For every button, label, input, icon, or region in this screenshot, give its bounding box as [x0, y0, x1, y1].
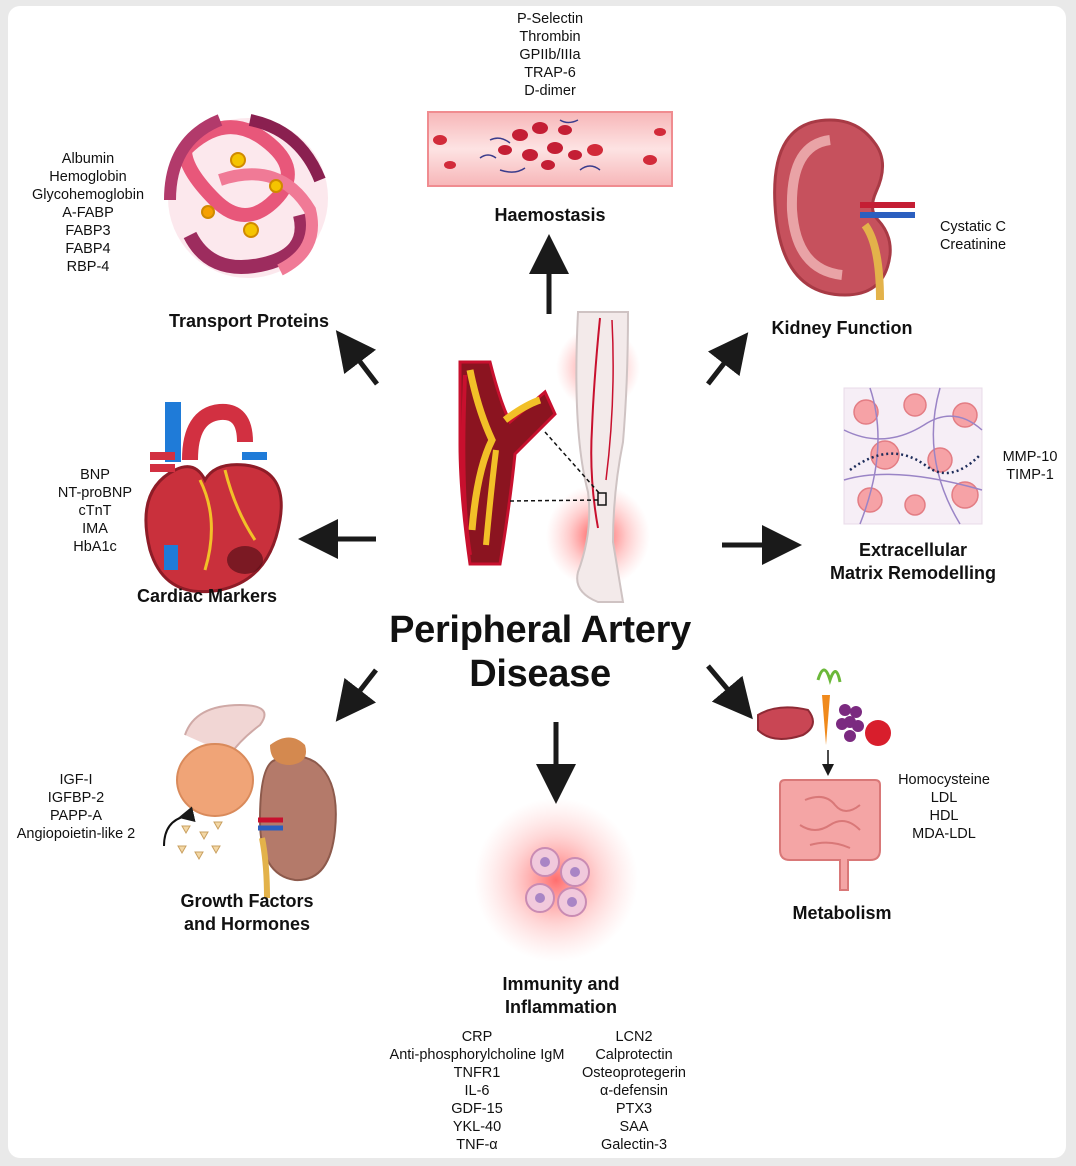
- arrows: [298, 234, 802, 804]
- ecm-title-line1: Extracellular: [858, 540, 968, 560]
- transport-title: Transport Proteins: [168, 311, 330, 331]
- marker: CRP: [461, 1029, 493, 1045]
- marker: Albumin: [61, 151, 115, 167]
- marker: LCN2: [615, 1029, 653, 1045]
- kidney-markers: Cystatic C Creatinine: [926, 218, 1020, 254]
- marker: FABP3: [65, 223, 111, 239]
- metabolism-title: Metabolism: [792, 903, 892, 923]
- marker: RBP-4: [66, 259, 110, 275]
- marker: cTnT: [78, 503, 112, 519]
- ecm-title-line2: Matrix Remodelling: [829, 563, 997, 583]
- growth-title: Growth Factors and Hormones: [152, 890, 342, 936]
- cardiac-markers: BNP NT-proBNP cTnT IMA HbA1c: [40, 466, 150, 556]
- arrow-metabolism: [706, 664, 753, 720]
- growth-markers: IGF-I IGFBP-2 PAPP-A Angiopoietin-like 2: [10, 771, 142, 843]
- marker: IL-6: [464, 1083, 490, 1099]
- marker: D-dimer: [524, 83, 576, 99]
- marker: P-Selectin: [516, 11, 584, 27]
- haemostasis-markers: P-Selectin Thrombin GPIIb/IIIa TRAP-6 D-…: [470, 10, 630, 100]
- marker: Thrombin: [519, 29, 581, 45]
- growth-title-line1: Growth Factors: [180, 891, 314, 911]
- immunity-title: Immunity and Inflammation: [461, 973, 661, 1019]
- marker: A-FABP: [62, 205, 114, 221]
- immunity-title-line1: Immunity and: [502, 974, 620, 994]
- intestine-icon: [779, 779, 881, 891]
- marker: α-defensin: [599, 1083, 669, 1099]
- arrow-growth: [335, 668, 378, 722]
- marker: GDF-15: [451, 1101, 503, 1117]
- protein-icon: [164, 114, 328, 278]
- marker: PTX3: [615, 1101, 653, 1117]
- arrow-transport: [335, 330, 379, 386]
- marker: YKL-40: [452, 1119, 502, 1135]
- marker: Angiopoietin-like 2: [16, 826, 136, 842]
- marker: TNF-α: [456, 1137, 498, 1153]
- gland-icon: [163, 703, 337, 899]
- growth-title-line2: and Hormones: [183, 914, 311, 934]
- marker: Anti-phosphorylcholine IgM: [389, 1047, 565, 1063]
- marker: IGF-I: [59, 772, 93, 788]
- immunity-title-line2: Inflammation: [504, 997, 617, 1017]
- marker: GPIIb/IIIa: [519, 47, 581, 63]
- marker: LDL: [930, 790, 958, 806]
- haemostasis-title: Haemostasis: [494, 205, 606, 225]
- blood-vessel-icon: [427, 111, 673, 187]
- immunity-markers-right: LCN2 Calprotectin Osteoprotegerin α-defe…: [574, 1028, 694, 1154]
- marker: Creatinine: [939, 237, 1007, 253]
- immune-cells-icon: [474, 798, 638, 962]
- marker: TRAP-6: [524, 65, 576, 81]
- marker: BNP: [80, 467, 110, 483]
- transport-markers: Albumin Hemoglobin Glycohemoglobin A-FAB…: [18, 150, 158, 276]
- arrow-kidney: [706, 332, 749, 386]
- marker: HbA1c: [73, 539, 117, 555]
- marker: MMP-10: [1002, 449, 1058, 465]
- metabolism-markers: Homocysteine LDL HDL MDA-LDL: [888, 771, 1000, 843]
- heart-icon: [144, 402, 283, 594]
- leg-icon: [509, 311, 650, 603]
- ecm-title: Extracellular Matrix Remodelling: [810, 539, 1016, 585]
- marker: Cystatic C: [939, 219, 1007, 235]
- marker: Osteoprotegerin: [582, 1065, 686, 1081]
- kidney-title: Kidney Function: [771, 318, 913, 338]
- marker: Galectin-3: [600, 1137, 668, 1153]
- kidney-icon: [773, 118, 915, 301]
- marker: TNFR1: [453, 1065, 501, 1081]
- cardiac-title: Cardiac Markers: [136, 586, 278, 606]
- food-icon: [757, 668, 891, 776]
- marker: SAA: [619, 1119, 649, 1135]
- marker: Glycohemoglobin: [31, 187, 145, 203]
- marker: TIMP-1: [1006, 467, 1054, 483]
- marker: Hemoglobin: [49, 169, 127, 185]
- marker: IMA: [82, 521, 108, 537]
- ecm-icon: [843, 387, 983, 525]
- marker: Calprotectin: [595, 1047, 673, 1063]
- marker: PAPP-A: [49, 808, 103, 824]
- marker: FABP4: [65, 241, 111, 257]
- immunity-markers-left: CRP Anti-phosphorylcholine IgM TNFR1 IL-…: [376, 1028, 578, 1154]
- ecm-markers: MMP-10 TIMP-1: [992, 448, 1068, 484]
- marker: HDL: [929, 808, 959, 824]
- marker: Homocysteine: [898, 772, 990, 788]
- page-title-line1: Peripheral Artery: [389, 609, 691, 651]
- marker: IGFBP-2: [47, 790, 105, 806]
- page-title: Peripheral Artery Disease: [300, 608, 780, 696]
- artery-plaque-icon: [458, 360, 557, 566]
- page-title-line2: Disease: [469, 653, 611, 695]
- marker: NT-proBNP: [57, 485, 133, 501]
- marker: MDA-LDL: [912, 826, 976, 842]
